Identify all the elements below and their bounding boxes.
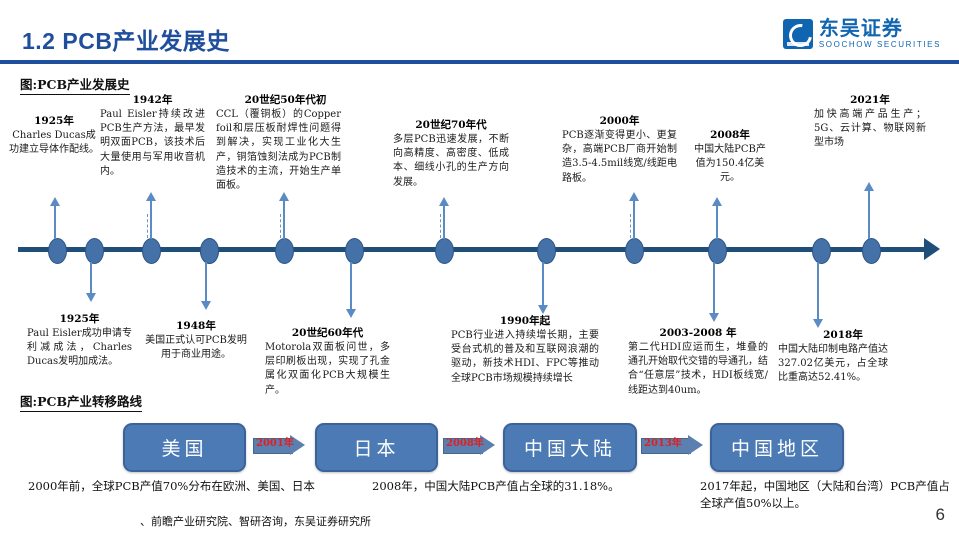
event-text: Paul Eisler持续改进PCB生产方法，最早发明双面PCB，该技术后大量使… xyxy=(100,109,205,177)
timeline-connector-up xyxy=(864,182,874,239)
event-text: PCB行业进入持续增长期，主要受台式机的普及和互联网浪潮的驱动，新技术HDI、F… xyxy=(451,330,599,384)
event-year: 1942年 xyxy=(132,94,173,106)
source-line: 、前瞻产业研究院、智研咨询，东吴证券研究所 xyxy=(140,515,371,528)
flow-caption: 图:PCB产业转移路线 xyxy=(20,391,143,412)
timeline-stem xyxy=(147,214,148,238)
event-text: Charles Ducas成功建立导体作配线。 xyxy=(9,130,99,156)
timeline-event-above: 1925年 Charles Ducas成功建立导体作配线。 xyxy=(8,113,100,157)
event-year: 2021年 xyxy=(850,94,890,106)
timeline-connector-down xyxy=(709,262,719,322)
event-text: PCB逐渐变得更小、更复杂，高端PCB厂商开始制造3.5-4.5mil线宽/线距… xyxy=(562,130,677,184)
timeline-event-above: 20世纪70年代 多层PCB迅速发展，不断向高精度、高密度、低成本、细线小孔的生… xyxy=(393,117,509,190)
event-year: 2003-2008 年 xyxy=(659,327,737,339)
timeline-node xyxy=(48,238,67,264)
arrow-head-icon xyxy=(688,435,703,455)
page-number: 6 xyxy=(935,505,945,524)
timeline-node xyxy=(435,238,454,264)
timeline-connector-up xyxy=(712,197,722,239)
timeline-connector-down xyxy=(813,262,823,328)
timeline-node xyxy=(812,238,831,264)
event-year: 20世纪60年代 xyxy=(291,327,364,339)
timeline-event-above: 20世纪50年代初 CCL（覆铜板）的Copper foil和层压板耐焊性问题得… xyxy=(216,92,341,193)
timeline-stem xyxy=(280,214,281,238)
event-year: 2008年 xyxy=(710,129,750,141)
timeline-node xyxy=(142,238,161,264)
event-text: CCL（覆铜板）的Copper foil和层压板耐焊性问题得到解决，实现工业化大… xyxy=(216,109,341,191)
event-year: 1948年 xyxy=(176,320,216,332)
timeline-node xyxy=(345,238,364,264)
event-text: Motorola双面板问世，多层印刷板出现，实现了孔金属化双面化PCB大规模生产… xyxy=(265,342,390,396)
timeline-event-below: 1925年 Paul Eisler成功申请专利减成法，Charles Ducas… xyxy=(27,311,132,370)
logo-text: 东吴证券 SOOCHOW SECURITIES xyxy=(819,18,941,49)
timeline-event-below: 1948年 美国正式认可PCB发明用于商业用途。 xyxy=(145,318,247,362)
timeline-stem xyxy=(440,214,441,238)
timeline-event-below: 2003-2008 年 第二代HDI应运而生，堆叠的通孔开始取代交错的导通孔，结… xyxy=(628,325,768,398)
flow-box-china-mainland[interactable]: 中国大陆 xyxy=(503,423,637,472)
flow-box-japan[interactable]: 日本 xyxy=(315,423,438,472)
flow-arrow-2001: 2001年 xyxy=(253,435,305,455)
timeline-arrowhead-icon xyxy=(924,238,940,260)
flow-arrow-label: 2013年 xyxy=(644,438,682,449)
timeline-caption: 图:PCB产业发展史 xyxy=(20,74,130,95)
timeline-connector-down xyxy=(346,262,356,318)
arrow-head-icon xyxy=(290,435,305,455)
timeline-event-above: 2008年 中国大陆PCB产值为150.4亿美元。 xyxy=(690,127,770,186)
event-year: 1990年起 xyxy=(499,315,551,327)
timeline-connector-up xyxy=(146,192,156,239)
timeline-event-above: 1942年 Paul Eisler持续改进PCB生产方法，最早发明双面PCB，该… xyxy=(100,92,205,179)
timeline-stem xyxy=(630,214,631,238)
flow-arrow-2013: 2013年 xyxy=(641,435,703,455)
timeline-event-above: 2000年 PCB逐渐变得更小、更复杂，高端PCB厂商开始制造3.5-4.5mi… xyxy=(562,113,677,186)
flow-box-china-region[interactable]: 中国地区 xyxy=(710,423,844,472)
timeline-node xyxy=(708,238,727,264)
event-text: 美国正式认可PCB发明用于商业用途。 xyxy=(145,335,247,361)
company-logo: 东吴证券 SOOCHOW SECURITIES xyxy=(782,18,941,49)
arrow-head-icon xyxy=(480,435,495,455)
timeline-node xyxy=(862,238,881,264)
event-year: 2018年 xyxy=(823,329,863,341)
event-text: 中国大陆印制电路产值达327.02亿美元，占全球比重高达52.41%。 xyxy=(778,344,888,384)
timeline-connector-down xyxy=(538,262,548,314)
timeline-node xyxy=(275,238,294,264)
event-text: 加快高端产品生产；5G、云计算、物联网新型市场 xyxy=(814,109,926,149)
timeline-event-below: 1990年起 PCB行业进入持续增长期，主要受台式机的普及和互联网浪潮的驱动，新… xyxy=(451,313,599,386)
timeline-node xyxy=(625,238,644,264)
event-year: 20世纪70年代 xyxy=(415,119,487,131)
flow-arrow-label: 2001年 xyxy=(256,438,294,449)
note-2008: 2008年，中国大陆PCB产值占全球的31.18%。 xyxy=(372,479,620,493)
timeline-connector-up xyxy=(279,192,289,239)
logo-name-en: SOOCHOW SECURITIES xyxy=(818,40,941,49)
flow-box-usa[interactable]: 美国 xyxy=(123,423,246,472)
timeline-connector-down xyxy=(86,262,96,302)
transfer-flow-diagram: 美国 日本 中国大陆 中国地区 2001年 2008年 2013年 xyxy=(0,415,959,475)
flow-arrow-label: 2008年 xyxy=(446,438,484,449)
timeline-node xyxy=(200,238,219,264)
title-divider xyxy=(0,60,959,64)
event-year: 20世纪50年代初 xyxy=(244,94,327,106)
flow-arrow-2008: 2008年 xyxy=(443,435,495,455)
note-pre-2000: 2000年前，全球PCB产值70%分布在欧洲、美国、日本 xyxy=(28,479,315,493)
event-text: 第二代HDI应运而生，堆叠的通孔开始取代交错的导通孔，结合“任意层”技术，HDI… xyxy=(628,342,768,396)
note-2017: 2017年起，中国地区（大陆和台湾）PCB产值占全球产值50%以上。 xyxy=(700,479,950,510)
timeline-axis xyxy=(18,247,926,252)
event-year: 1925年 xyxy=(34,115,74,127)
event-year: 1925年 xyxy=(59,313,100,325)
timeline-connector-up xyxy=(439,197,449,239)
logo-name-cn: 东吴证券 xyxy=(818,16,903,40)
timeline-connector-up xyxy=(50,197,60,239)
timeline-connector-down xyxy=(201,262,211,310)
event-text: 中国大陆PCB产值为150.4亿美元。 xyxy=(694,144,766,184)
timeline-event-above: 2021年 加快高端产品生产；5G、云计算、物联网新型市场 xyxy=(814,92,926,151)
timeline-node xyxy=(85,238,104,264)
timeline-event-below: 20世纪60年代 Motorola双面板问世，多层印刷板出现，实现了孔金属化双面… xyxy=(265,325,390,398)
soochow-logo-icon xyxy=(782,18,813,49)
timeline-connector-up xyxy=(629,192,639,239)
event-text: 多层PCB迅速发展，不断向高精度、高密度、低成本、细线小孔的生产方向发展。 xyxy=(393,134,509,188)
event-text: Paul Eisler成功申请专利减成法，Charles Ducas发明加成法。 xyxy=(27,328,132,368)
page-title: 1.2 PCB产业发展史 xyxy=(22,28,230,54)
event-year: 2000年 xyxy=(599,115,640,127)
timeline-event-below: 2018年 中国大陆印制电路产值达327.02亿美元，占全球比重高达52.41%… xyxy=(778,327,888,386)
timeline-node xyxy=(537,238,556,264)
